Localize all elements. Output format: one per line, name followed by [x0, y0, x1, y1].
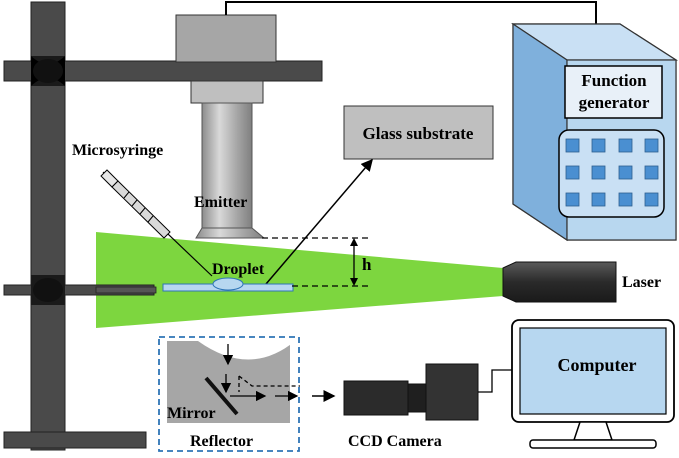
- function-generator: Function generator: [511, 22, 679, 242]
- generator-cable: [225, 1, 597, 24]
- ccd-camera-label: CCD Camera: [348, 433, 442, 450]
- keypad-buttons: [565, 138, 659, 207]
- generator-label-line1: Function: [581, 71, 647, 90]
- emitter-label: Emitter: [194, 194, 247, 211]
- support-stand: [3, 1, 323, 451]
- reflector-label: Reflector: [190, 433, 253, 450]
- glass-substrate-label: Glass substrate: [363, 124, 474, 143]
- mirror: [204, 376, 239, 416]
- mirror-label: Mirror: [167, 405, 216, 422]
- microsyringe-label: Microsyringe: [72, 142, 163, 159]
- computer-label: Computer: [558, 355, 637, 375]
- glass-substrate-pointer: [265, 158, 373, 285]
- droplet-label: Droplet: [212, 261, 265, 278]
- emitter-mount: [190, 80, 264, 104]
- glass-substrate-box: [343, 105, 494, 160]
- microsyringe: [100, 169, 213, 277]
- emitter-body: [201, 102, 253, 229]
- ccd-camera: [343, 363, 479, 421]
- generator-label-line2: generator: [579, 93, 650, 112]
- reflector-light-path: [220, 344, 300, 402]
- generator-display: [564, 65, 663, 119]
- light-sheet: [96, 232, 503, 328]
- emitter-tip: [195, 227, 266, 239]
- upper-clamp: [31, 56, 65, 86]
- laser-source: [502, 261, 617, 303]
- camera-cable: [478, 369, 512, 393]
- laser-label: Laser: [622, 274, 661, 291]
- generator-keypad: [558, 129, 665, 218]
- reflector-box: [158, 336, 300, 452]
- height-label: h: [362, 255, 372, 274]
- droplet: [212, 277, 244, 291]
- lower-arm-rod: [95, 286, 157, 294]
- lower-clamp: [31, 275, 65, 305]
- emitter-housing: [175, 14, 277, 63]
- computer: [511, 319, 675, 449]
- reflector-body: [167, 341, 295, 423]
